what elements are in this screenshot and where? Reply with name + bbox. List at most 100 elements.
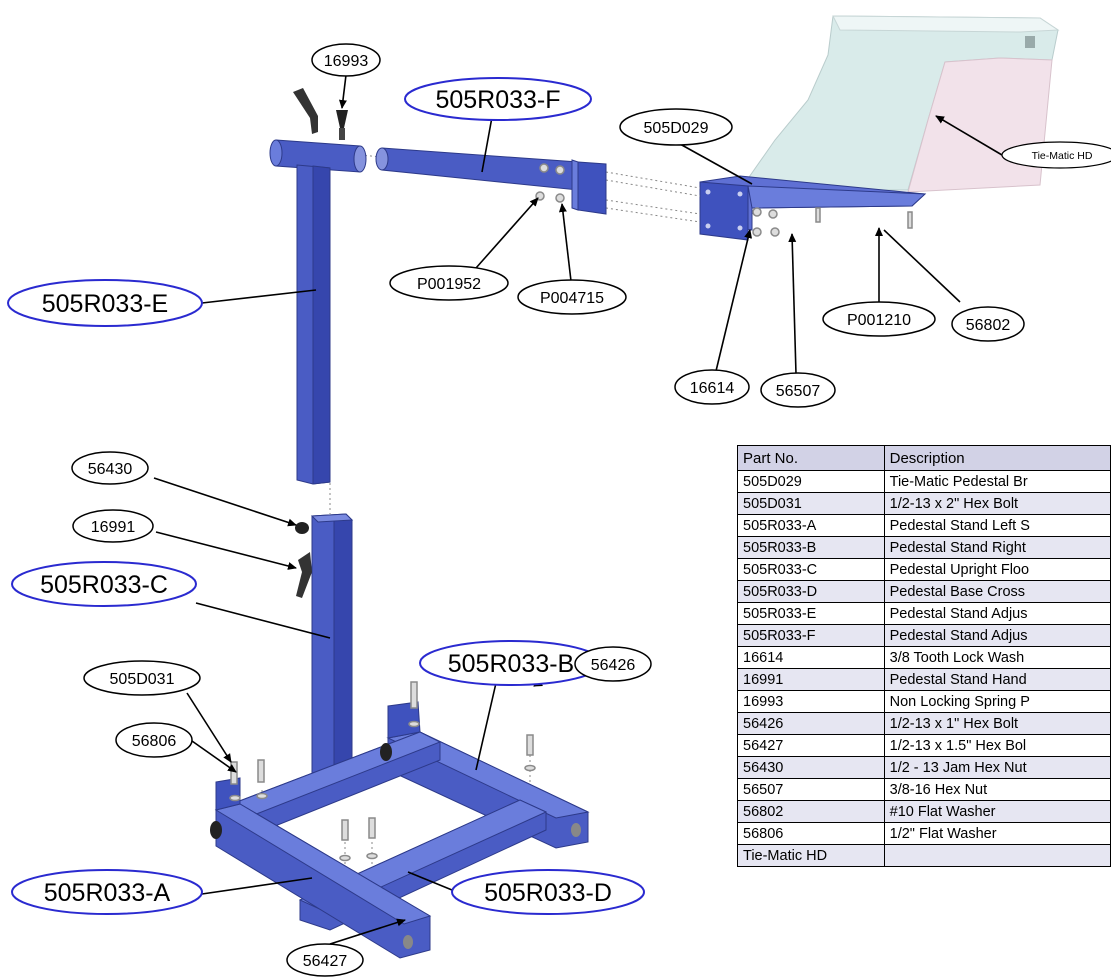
callout-505R033-E: 505R033-E — [7, 279, 203, 327]
svg-text:16993: 16993 — [324, 53, 369, 70]
part-number-cell: 505R033-E — [737, 602, 885, 625]
svg-text:P001952: P001952 — [417, 276, 481, 293]
description-cell: 1/2" Flat Washer — [883, 822, 1111, 845]
description-cell: #10 Flat Washer — [883, 800, 1111, 823]
svg-text:505R033-B: 505R033-B — [448, 650, 574, 678]
callout-505R033-D: 505R033-D — [451, 869, 645, 915]
part-number-cell: 56430 — [737, 756, 885, 779]
part-number-cell: Tie-Matic HD — [737, 844, 885, 867]
callout-56802: 56802 — [951, 306, 1025, 342]
svg-text:56802: 56802 — [966, 317, 1011, 334]
svg-text:56427: 56427 — [303, 953, 348, 970]
description-cell: Non Locking Spring P — [883, 690, 1111, 713]
description-cell: 1/2 - 13 Jam Hex Nut — [883, 756, 1111, 779]
table-row: 56802#10 Flat Washer — [737, 800, 1111, 823]
upright-lower — [295, 513, 354, 781]
callout-P001952: P001952 — [389, 265, 509, 301]
svg-text:505R033-C: 505R033-C — [40, 571, 168, 599]
leader-lines — [153, 74, 1003, 945]
description-cell: 1/2-13 x 1" Hex Bolt — [883, 712, 1111, 735]
part-number-cell: 505D029 — [737, 470, 885, 493]
part-number-cell: 505R033-B — [737, 536, 885, 559]
part-number-cell: 505D031 — [737, 492, 885, 515]
description-cell — [883, 844, 1111, 867]
svg-text:505R033-E: 505R033-E — [42, 290, 168, 318]
svg-text:Tie-Matic HD: Tie-Matic HD — [1032, 150, 1093, 162]
part-number-cell: 505R033-F — [737, 624, 885, 647]
part-number-cell: 16993 — [737, 690, 885, 713]
svg-text:505D031: 505D031 — [110, 671, 175, 688]
svg-text:56426: 56426 — [591, 657, 636, 674]
table-row: Tie-Matic HD — [737, 844, 1111, 867]
description-cell: 3/8 Tooth Lock Wash — [883, 646, 1111, 669]
description-cell: Pedestal Stand Left S — [883, 514, 1111, 537]
pedestal-bracket — [699, 175, 927, 241]
svg-text:P001210: P001210 — [847, 312, 911, 329]
callout-P004715: P004715 — [517, 279, 627, 315]
svg-text:16614: 16614 — [690, 380, 735, 397]
svg-text:56806: 56806 — [132, 733, 177, 750]
base-frame — [210, 681, 590, 959]
callout-56427: 56427 — [286, 943, 364, 977]
header-part-no: Part No. — [737, 445, 885, 471]
part-number-cell: 16991 — [737, 668, 885, 691]
part-number-cell: 56427 — [737, 734, 885, 757]
callout-tie-matic-hd: Tie-Matic HD — [1001, 141, 1111, 169]
description-cell: 1/2-13 x 2" Hex Bolt — [883, 492, 1111, 515]
callout-16993: 16993 — [311, 43, 381, 77]
svg-text:16991: 16991 — [91, 519, 136, 536]
callout-56426: 56426 — [574, 646, 652, 682]
svg-text:56430: 56430 — [88, 461, 133, 478]
svg-text:505R033-A: 505R033-A — [44, 879, 171, 907]
part-number-cell: 505R033-D — [737, 580, 885, 603]
part-number-cell: 56426 — [737, 712, 885, 735]
callout-56507: 56507 — [760, 372, 836, 408]
callout-56430: 56430 — [71, 451, 149, 485]
description-cell: Pedestal Stand Adjus — [883, 602, 1111, 625]
parts-table-header: Part No. Description — [737, 445, 1111, 471]
callout-505R033-C: 505R033-C — [11, 561, 197, 607]
header-description: Description — [883, 445, 1111, 471]
callout-56806: 56806 — [115, 722, 193, 758]
part-number-cell: 505R033-C — [737, 558, 885, 581]
svg-text:505D029: 505D029 — [644, 120, 709, 137]
part-number-cell: 56806 — [737, 822, 885, 845]
svg-text:505R033-F: 505R033-F — [435, 86, 560, 114]
callout-P001210: P001210 — [822, 301, 936, 337]
svg-text:P004715: P004715 — [540, 290, 604, 307]
part-number-cell: 56802 — [737, 800, 885, 823]
callout-16991: 16991 — [72, 509, 154, 543]
adjustable-arm — [375, 147, 607, 215]
description-cell: Pedestal Stand Right — [883, 536, 1111, 559]
callout-505D031: 505D031 — [83, 660, 201, 696]
callout-505R033-B: 505R033-B — [419, 640, 603, 686]
svg-text:56507: 56507 — [776, 383, 821, 400]
description-cell: 3/8-16 Hex Nut — [883, 778, 1111, 801]
part-number-cell: 16614 — [737, 646, 885, 669]
upright-upper — [269, 88, 367, 485]
callout-505D029: 505D029 — [619, 108, 733, 146]
callout-16614: 16614 — [674, 369, 750, 405]
callout-505R033-F: 505R033-F — [404, 77, 592, 121]
part-number-cell: 505R033-A — [737, 514, 885, 537]
callout-505R033-A: 505R033-A — [11, 869, 203, 915]
description-cell: Tie-Matic Pedestal Br — [883, 470, 1111, 493]
description-cell: 1/2-13 x 1.5" Hex Bol — [883, 734, 1111, 757]
